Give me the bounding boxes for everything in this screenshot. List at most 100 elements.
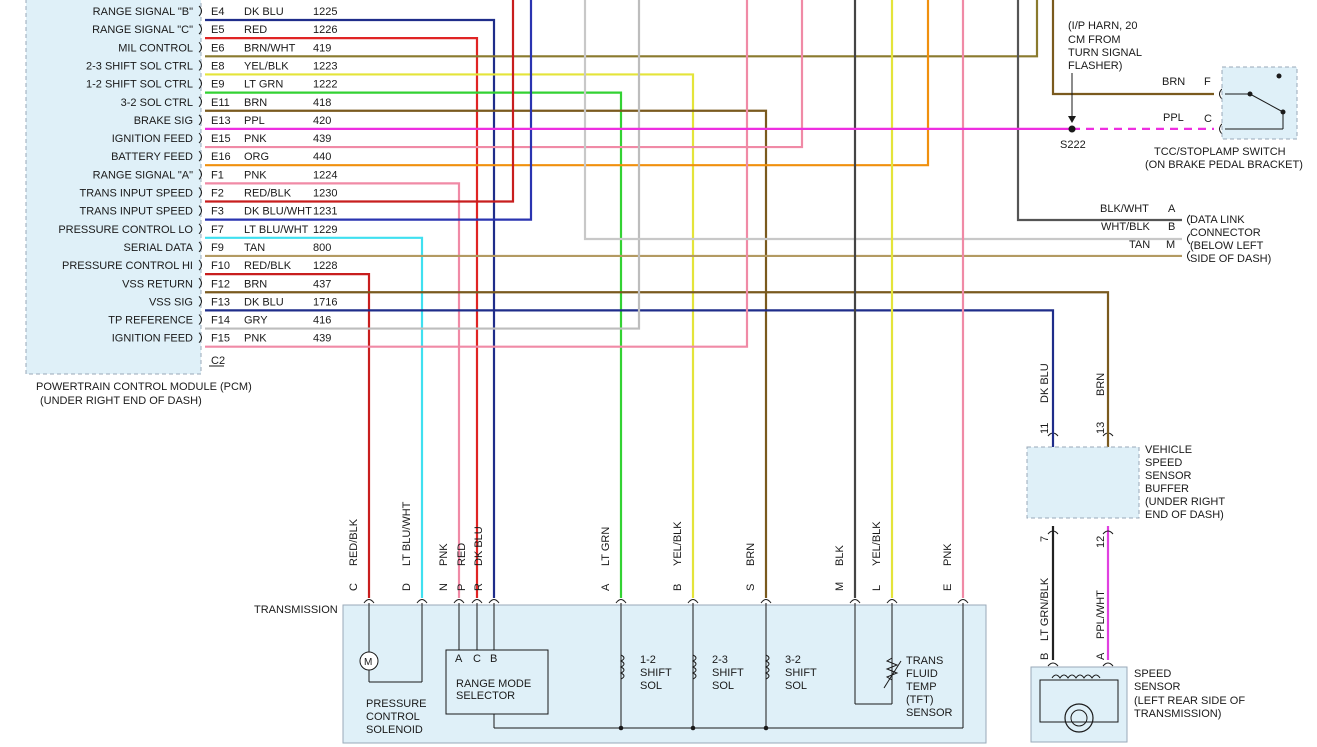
splice-s222: (I/P HARN, 20 CM FROM TURN SIGNAL FLASHE…: [1060, 20, 1142, 151]
svg-text:FLUID: FLUID: [906, 668, 938, 680]
svg-text:BRN: BRN: [1095, 373, 1107, 396]
svg-text:BUFFER: BUFFER: [1145, 483, 1189, 495]
transmission-pin-id: S: [745, 584, 757, 591]
svg-text:3-2: 3-2: [785, 654, 801, 666]
pcm-circuit: 1222: [313, 79, 337, 91]
pcm-pin-id: F15: [211, 333, 230, 345]
svg-text:(LEFT REAR SIDE OF: (LEFT REAR SIDE OF: [1134, 695, 1245, 707]
pcm-signal-label: PRESSURE CONTROL LO: [58, 224, 193, 236]
svg-text:A: A: [1168, 203, 1176, 215]
svg-text:DK BLU: DK BLU: [1039, 363, 1051, 403]
pcm-pin-id: F14: [211, 315, 230, 327]
pcm-circuit: 416: [313, 315, 331, 327]
transmission-pin-wire: RED/BLK: [348, 518, 360, 566]
pcm-signal-label: BRAKE SIG: [134, 115, 193, 127]
pcm-wire-color: PPL: [244, 115, 265, 127]
transmission-pin-wire: PNK: [438, 543, 450, 566]
transmission-pin-id: L: [871, 585, 883, 591]
svg-text:B: B: [490, 653, 497, 665]
pcm-signal-label: SERIAL DATA: [124, 242, 194, 254]
pcm-pin-id: E6: [211, 42, 224, 54]
svg-text:RANGE MODE: RANGE MODE: [456, 678, 531, 690]
pcm-wire-color: BRN/WHT: [244, 42, 296, 54]
transmission-pin-id: R: [473, 583, 485, 591]
pcm-pin-id: E8: [211, 60, 224, 72]
pcm-pin-id: F7: [211, 224, 224, 236]
tcc-pin-f: F: [1204, 76, 1211, 88]
pcm-pin-id: E15: [211, 133, 231, 145]
pcm-signal-label: PRESSURE CONTROL HI: [62, 260, 193, 272]
transmission-pin-id: N: [438, 583, 450, 591]
svg-text:B: B: [1168, 221, 1175, 233]
pcm-wire-color: TAN: [244, 242, 265, 254]
svg-text:CONTROL: CONTROL: [366, 711, 420, 723]
transmission-pin-wire: BLK: [834, 545, 846, 566]
svg-text:C: C: [473, 653, 481, 665]
speed-sensor: SPEED SENSOR (LEFT REAR SIDE OF TRANSMIS…: [1030, 577, 1245, 743]
svg-text:12: 12: [1095, 536, 1107, 548]
wire-blk-wht-dlc-a: [1016, 0, 1182, 222]
pcm-signal-label: 2-3 SHIFT SOL CTRL: [86, 60, 193, 72]
pcm-signal-label: TRANS INPUT SPEED: [80, 188, 194, 200]
wire-pnk-439b: [205, 0, 749, 348]
wire-brn-418: [205, 109, 768, 598]
transmission-pin-id: E: [942, 584, 954, 591]
svg-text:TAN: TAN: [1129, 239, 1150, 251]
svg-text:A: A: [1095, 652, 1107, 660]
transmission-pin-wire: RED: [456, 543, 468, 566]
pcm-label-1: POWERTRAIN CONTROL MODULE (PCM): [36, 381, 252, 393]
transmission-pin-wire: PNK: [942, 543, 954, 566]
pcm-wire-color: LT GRN: [244, 79, 283, 91]
pcm-circuit: 1231: [313, 206, 337, 218]
wire-wht-blk-dlc-b: [583, 0, 1182, 241]
pcm-signal-label: IGNITION FEED: [112, 133, 193, 145]
pcm-signal-label: IGNITION FEED: [112, 333, 193, 345]
pcm-circuit: 439: [313, 333, 331, 345]
pcm-wire-color: YEL/BLK: [244, 60, 289, 72]
wire-red-blk-1228: [205, 273, 371, 598]
wire-red-1226: [205, 37, 479, 598]
wire-lt-grn-1222: [205, 91, 623, 598]
wires: [205, 0, 1223, 667]
svg-text:13: 13: [1095, 422, 1107, 434]
svg-text:TURN SIGNAL: TURN SIGNAL: [1068, 47, 1142, 59]
pcm-signal-label: 3-2 SOL CTRL: [121, 97, 193, 109]
svg-text:(UNDER RIGHT: (UNDER RIGHT: [1145, 496, 1225, 508]
transmission-pin-id: A: [600, 583, 612, 591]
pcm-circuit: 1230: [313, 188, 337, 200]
pcm-circuit: 1226: [313, 24, 337, 36]
svg-text:DATA LINK: DATA LINK: [1190, 214, 1245, 226]
svg-text:PPL/WHT: PPL/WHT: [1095, 590, 1107, 639]
pcm-pin-id: E13: [211, 115, 231, 127]
pcm-wire-color: LT BLU/WHT: [244, 224, 309, 236]
svg-text:SHIFT: SHIFT: [785, 667, 817, 679]
svg-text:BLK/WHT: BLK/WHT: [1100, 203, 1149, 215]
pcm-circuit: 1716: [313, 296, 337, 308]
svg-text:SPEED: SPEED: [1145, 457, 1182, 469]
svg-text:(I/P HARN, 20: (I/P HARN, 20: [1068, 20, 1138, 32]
wire-brn-wht-419: [205, 0, 1039, 58]
tcc-label-1: TCC/STOPLAMP SWITCH: [1154, 146, 1286, 158]
pcm-wire-color: BRN: [244, 97, 267, 109]
svg-text:TRANS: TRANS: [906, 655, 943, 667]
tcc-label-2: (ON BRAKE PEDAL BRACKET): [1145, 159, 1303, 171]
pcm-pin-id: E11: [211, 97, 230, 109]
svg-text:SENSOR: SENSOR: [906, 707, 953, 719]
transmission-pin-wire: BRN: [745, 543, 757, 566]
svg-text:SOLENOID: SOLENOID: [366, 724, 423, 736]
pcm-wire-color: ORG: [244, 151, 269, 163]
pcm-pin-id: F1: [211, 169, 224, 181]
pcm-pin-id: F2: [211, 188, 224, 200]
